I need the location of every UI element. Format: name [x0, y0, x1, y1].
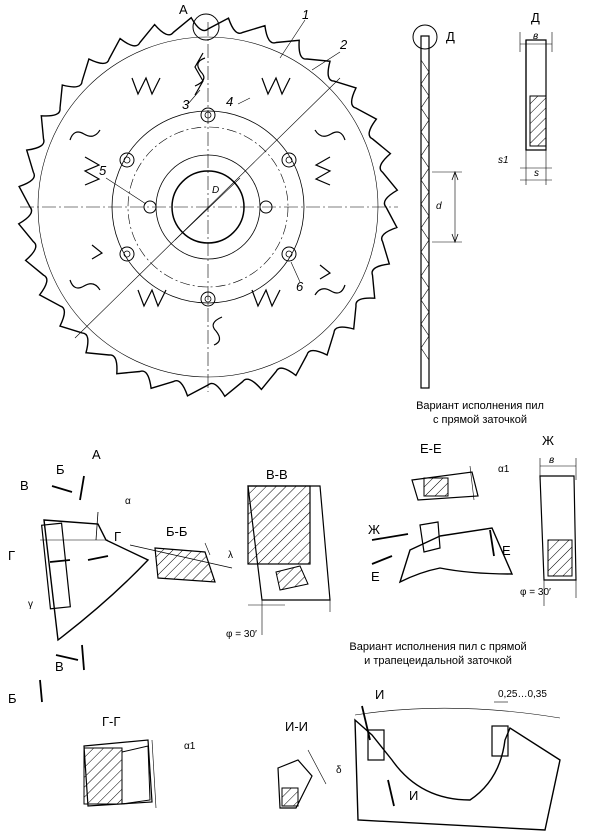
- cut-label-g2: Г: [114, 529, 122, 544]
- view-zh-section: [539, 458, 577, 606]
- dim-d-label: d: [436, 201, 442, 212]
- section-gg: [83, 739, 157, 809]
- saw-blade-side-view: [412, 24, 462, 389]
- callout-1: 1: [302, 7, 310, 22]
- section-bb: [129, 542, 233, 583]
- view-zh-tooth: [371, 521, 514, 584]
- detail-d-title: Д: [531, 10, 540, 25]
- section-vv-title: В-В: [266, 467, 288, 482]
- trapezoid-tooth-view: [354, 701, 561, 831]
- saw-blade-front-view: [17, 13, 399, 398]
- caption-straight-line2: с прямой заточкой: [433, 414, 527, 426]
- callout-6: 6: [296, 279, 304, 294]
- caption-trapezoid-line1: Вариант исполнения пил с прямой: [349, 641, 527, 653]
- cut-label-e2: Е: [502, 543, 511, 558]
- detail-a-circle: [192, 13, 220, 41]
- detail-a-view: [39, 475, 150, 703]
- bolt-holes: [119, 107, 297, 307]
- dim-s-label: s: [534, 168, 539, 179]
- detail-d-circle: [412, 24, 438, 50]
- cut-label-g1: Г: [8, 548, 16, 563]
- expansion-slots: [83, 52, 332, 308]
- gamma-label: γ: [28, 599, 33, 610]
- caption-trapezoid-line2: и трапецеидальной заточкой: [364, 655, 512, 667]
- section-bb-title: Б-Б: [166, 524, 188, 539]
- cut-label-b1: Б: [56, 462, 65, 477]
- callout-5: 5: [99, 163, 107, 178]
- callout-3: 3: [182, 97, 190, 112]
- lambda-label: λ: [228, 550, 233, 561]
- section-ii: [277, 749, 327, 809]
- rim-slots: [69, 57, 346, 346]
- caption-straight: Вариант исполнения пил с прямой заточкой: [400, 399, 560, 427]
- cut-label-zh: Ж: [368, 522, 381, 537]
- tolerance-label: 0,25…0,35: [498, 689, 547, 700]
- cut-label-i2: И: [409, 788, 419, 803]
- caption-straight-line1: Вариант исполнения пил: [416, 400, 544, 412]
- detail-a-title: А: [92, 447, 101, 462]
- section-ee: [411, 465, 479, 501]
- cut-label-b2: Б: [8, 691, 17, 706]
- alpha-label: α: [125, 496, 131, 507]
- callout-2: 2: [340, 37, 348, 52]
- alpha1-ee-label: α1: [498, 464, 510, 475]
- alpha1-gg-label: α1: [184, 741, 196, 752]
- cut-label-v2: В: [55, 659, 64, 674]
- cut-label-i1: И: [375, 687, 385, 702]
- dim-b-top-label: в: [533, 31, 539, 42]
- view-zh-title: Ж: [542, 433, 555, 448]
- section-gg-title: Г-Г: [102, 714, 121, 729]
- delta-label: δ: [336, 765, 342, 776]
- callout-4: 4: [226, 94, 234, 109]
- b-zh-label: в: [549, 455, 555, 466]
- section-ii-title: И-И: [285, 719, 309, 734]
- section-vv: [247, 485, 331, 635]
- view-a-label: А: [179, 2, 188, 17]
- detail-d-view: [519, 32, 553, 185]
- caption-trapezoid: Вариант исполнения пил с прямой и трапец…: [328, 640, 548, 668]
- section-ee-title: Е-Е: [420, 441, 442, 456]
- view-d-label: Д: [446, 29, 455, 44]
- cut-label-e1: Е: [371, 569, 380, 584]
- phi-vv-label: φ = 30′: [226, 629, 257, 640]
- cut-label-v1: В: [20, 478, 29, 493]
- dim-s1-label: s1: [498, 155, 509, 166]
- dim-D-label: D: [212, 185, 220, 196]
- phi-zh-label: φ = 30′: [520, 587, 551, 598]
